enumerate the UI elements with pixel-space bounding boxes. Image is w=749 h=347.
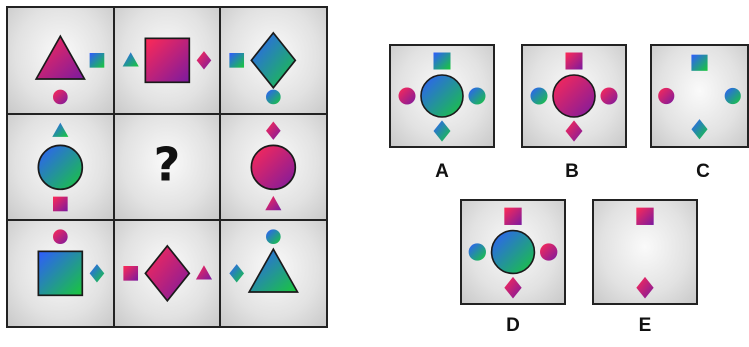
circle-left-shape: [530, 87, 548, 105]
question-mark: ?: [153, 137, 181, 192]
option-b-label: B: [565, 161, 579, 182]
circle-left-shape: [468, 243, 486, 261]
circle-left-shape: [398, 87, 416, 105]
circle-top-shape: [53, 229, 68, 245]
cell-figure: [34, 34, 105, 105]
puzzle-cell: [8, 114, 113, 220]
square-right-shape: [89, 53, 105, 68]
circle-right-shape: [540, 243, 558, 261]
circle-bottom-shape: [53, 89, 68, 105]
puzzle-cell: [114, 8, 220, 113]
cell-figure: [122, 37, 211, 84]
triangle-right-shape: [195, 265, 212, 280]
square-left-shape: [229, 53, 245, 68]
diamond-right-shape: [89, 264, 105, 283]
circle-bottom-shape: [266, 89, 281, 105]
triangle-bottom-shape: [265, 195, 282, 210]
option-c-label: C: [696, 161, 710, 182]
cell-figure: [37, 122, 84, 211]
cell-figure: [229, 229, 300, 294]
square-top-shape: [565, 52, 583, 70]
option-c[interactable]: [650, 44, 749, 148]
circle-top-shape: [266, 229, 281, 245]
square-top-shape: [433, 52, 451, 70]
circle-left-shape: [658, 87, 675, 105]
circle-right-shape: [468, 87, 486, 105]
option-a[interactable]: [389, 44, 495, 148]
diamond-left-shape: [229, 264, 245, 283]
option-a-label: A: [435, 161, 449, 182]
puzzle-cell: [8, 221, 113, 326]
puzzle-cell: [221, 8, 326, 113]
square-left-shape: [123, 266, 138, 281]
square-top-shape: [636, 207, 654, 225]
cell-figure: [37, 229, 105, 297]
diamond-bottom-shape: [504, 276, 522, 299]
triangle-shape: [248, 247, 300, 294]
option-e-label: E: [638, 315, 652, 336]
diamond-bottom-shape: [433, 120, 451, 142]
square-shape: [144, 37, 190, 84]
diamond-shape: [143, 244, 191, 303]
diamond-bottom-shape: [565, 120, 583, 142]
option-e[interactable]: [592, 199, 698, 305]
circle-shape: [420, 74, 464, 118]
option-figure: [530, 52, 618, 142]
diamond-right-shape: [196, 51, 211, 70]
diamond-bottom-shape: [636, 276, 654, 299]
diamond-bottom-shape: [691, 119, 708, 140]
cell-figure: [250, 121, 297, 210]
circle-shape: [250, 144, 297, 190]
circle-right-shape: [724, 87, 741, 105]
square-top-shape: [504, 207, 522, 225]
puzzle-grid: ?: [6, 6, 328, 328]
cell-figure: [229, 31, 297, 105]
option-figure: [468, 207, 558, 299]
option-b[interactable]: [521, 44, 627, 148]
diamond-top-shape: [266, 121, 281, 140]
puzzle-cell: [221, 114, 326, 220]
puzzle-cell: [8, 8, 113, 113]
circle-shape: [490, 229, 536, 275]
square-shape: [37, 250, 84, 297]
puzzle-cell: [114, 221, 220, 326]
cell-figure: [123, 244, 212, 303]
option-figure: [636, 207, 654, 299]
circle-shape: [552, 74, 596, 118]
triangle-top-shape: [52, 122, 69, 137]
square-bottom-shape: [53, 196, 68, 211]
triangle-shape: [34, 34, 86, 80]
square-top-shape: [691, 54, 708, 71]
triangle-left-shape: [122, 52, 139, 67]
circle-right-shape: [600, 87, 618, 105]
option-figure: [658, 54, 741, 140]
diamond-shape: [250, 31, 297, 90]
circle-shape: [37, 144, 84, 190]
option-d[interactable]: [460, 199, 566, 305]
option-d-label: D: [506, 315, 520, 336]
puzzle-cell: [221, 221, 326, 326]
missing-cell: ?: [114, 114, 220, 220]
option-figure: [398, 52, 486, 142]
